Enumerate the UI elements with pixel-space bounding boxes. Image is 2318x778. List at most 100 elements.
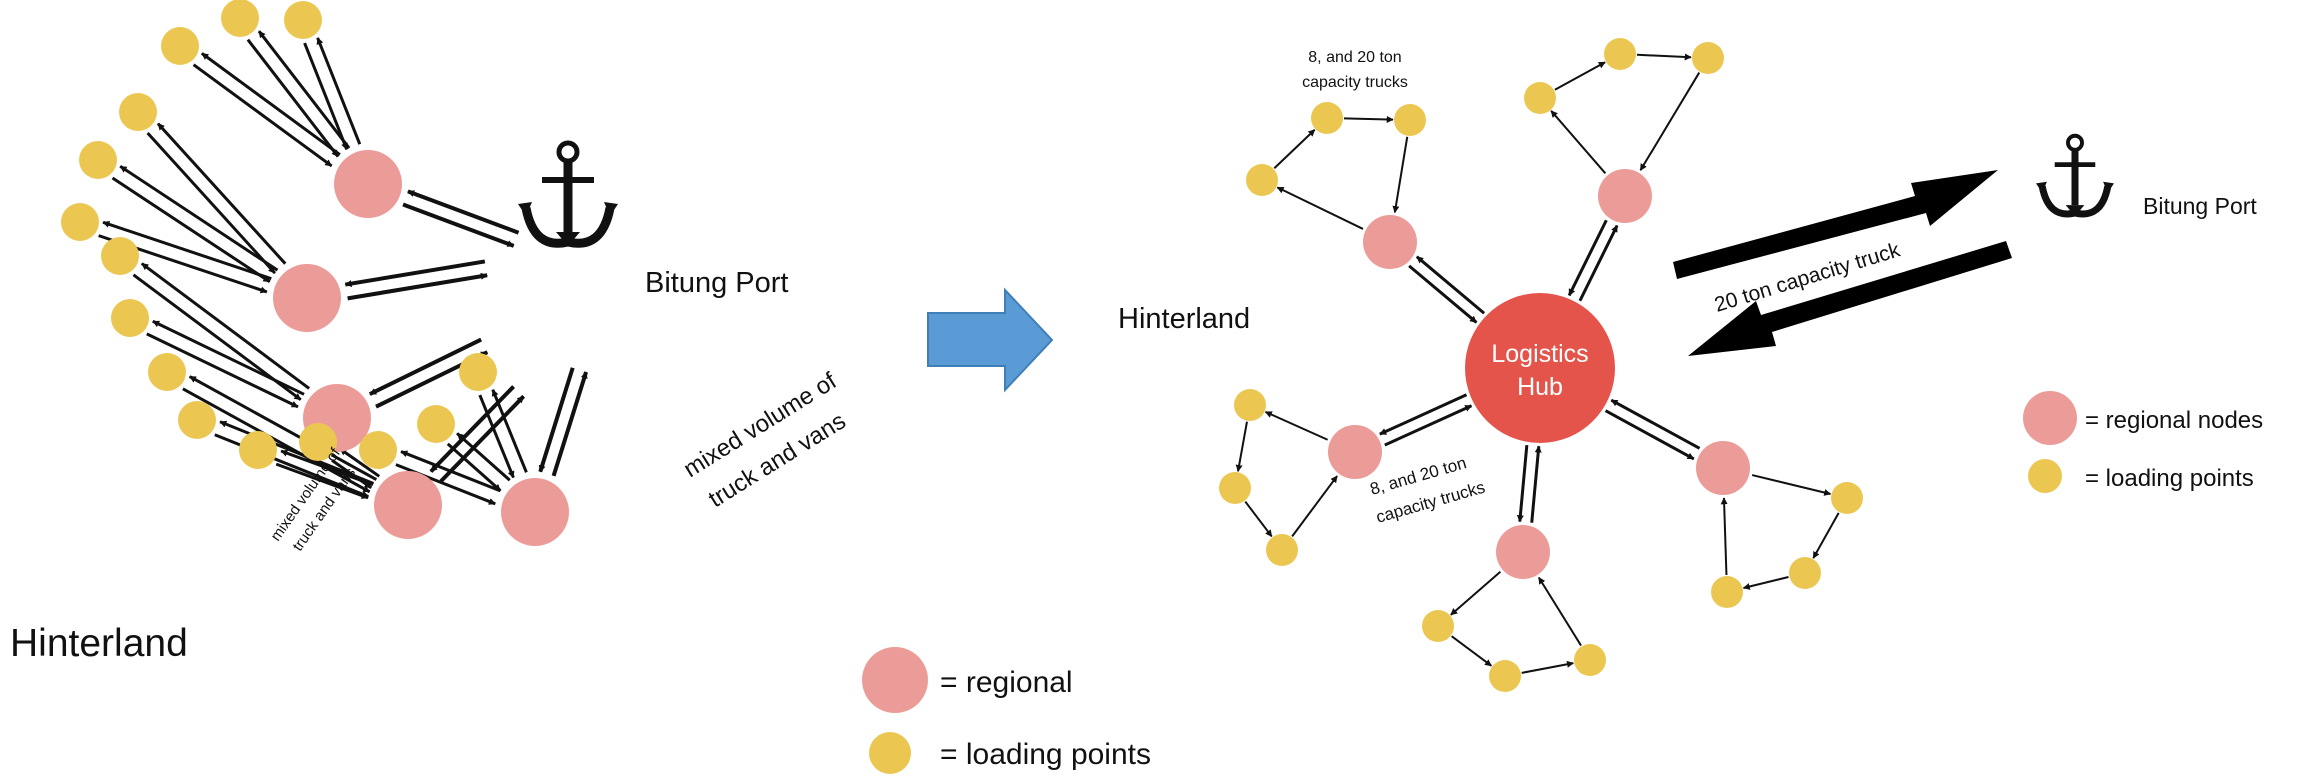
loading-point	[1789, 557, 1821, 589]
loading-point	[221, 0, 259, 37]
right-node-4-hub-link-in	[1604, 409, 1695, 461]
regional-node	[1363, 215, 1417, 269]
left-node-0-link-1-in	[303, 42, 349, 151]
regional-node	[334, 150, 402, 218]
left-node-1-link-0-out	[156, 122, 287, 265]
loading-point	[178, 401, 216, 439]
loading-point	[111, 299, 149, 337]
loading-point	[284, 1, 322, 39]
regional-node	[374, 471, 442, 539]
right-node-2-hub-link-in	[1379, 393, 1468, 436]
left-node-3-link-3-in	[331, 459, 373, 490]
right-nodes	[1219, 38, 1863, 692]
left-node-2-link-1-in	[146, 332, 299, 409]
left-node-0-link-0-out	[257, 30, 351, 149]
left-node-3-link-2-in	[275, 462, 369, 500]
right-arrows	[1235, 53, 1840, 674]
loading-point	[1692, 42, 1724, 74]
right-node-3-route-0	[1450, 570, 1502, 616]
loading-point	[239, 431, 277, 469]
left-node-0-link-2-in	[192, 63, 333, 168]
loading-point	[1489, 660, 1521, 692]
left-node-3-port-link-in	[429, 385, 516, 473]
right-node-1-hub-link-in	[1578, 224, 1619, 302]
left-node-2-link-0-out	[140, 262, 311, 390]
left-node-0-link-2-out	[200, 52, 341, 156]
right-node-1-route-3	[1639, 72, 1701, 171]
right-node-0-hub-link-in	[1415, 255, 1486, 315]
right-node-4-route-3	[1720, 497, 1728, 576]
loading-point	[61, 203, 99, 241]
right-node-3-hub-link-out	[1530, 445, 1542, 523]
left-node-4-link-1-out	[456, 432, 511, 482]
right-node-1-route-1	[1554, 61, 1606, 91]
left-node-4-link-2-in	[478, 394, 515, 479]
left-node-4-link-2-out	[491, 389, 528, 473]
hub-label-line-2: Hub	[1517, 373, 1563, 401]
loading-point	[1831, 482, 1863, 514]
port-label: Bitung Port	[645, 267, 788, 299]
right-node-3-hub-link-in	[1516, 444, 1529, 523]
right-node-3-route-1	[1451, 635, 1492, 667]
legend-regional-swatch	[862, 647, 928, 713]
left-node-2-port-link-in	[368, 337, 483, 396]
right-node-2-route-2	[1244, 500, 1273, 538]
legend-regional-label: = regional	[940, 666, 1073, 699]
left-panel: Bitung Port mixed volume of truck and va…	[10, 0, 1151, 774]
right-arrow-icon	[927, 287, 1054, 393]
right-node-1-route-0	[1550, 110, 1607, 174]
left-node-4-port-link-in	[538, 367, 575, 473]
left-node-1-link-1-out	[119, 165, 279, 272]
right-node-2-route-3	[1291, 475, 1338, 537]
loading-point	[459, 353, 497, 391]
left-node-4-link-0-in	[395, 463, 496, 506]
regional-node	[273, 264, 341, 332]
loading-point	[161, 27, 199, 65]
left-node-0-port-link-in	[407, 189, 520, 235]
right-node-2-route-0	[1264, 411, 1329, 441]
right-legend-regional-label: = regional nodes	[2085, 407, 2263, 434]
right-hinterland-label: Hinterland	[1118, 303, 1250, 335]
loading-point	[119, 93, 157, 131]
loading-point	[1246, 164, 1278, 196]
loading-point	[1711, 576, 1743, 608]
loading-point	[1604, 38, 1636, 70]
right-legend-loading-swatch	[2028, 459, 2062, 493]
right-node-0-route-3	[1392, 136, 1409, 214]
left-hinterland-label: Hinterland	[10, 622, 188, 665]
loading-point	[101, 237, 139, 275]
right-node-0-route-2	[1343, 115, 1394, 123]
legend-loading-swatch	[869, 732, 911, 774]
loading-point	[1219, 472, 1251, 504]
arrow-port-to-hub	[1688, 241, 2012, 356]
logistics-hub	[1465, 293, 1615, 443]
left-node-1-port-link-out	[347, 272, 488, 301]
right-node-4-route-0	[1751, 474, 1832, 496]
legend-loading-label: = loading points	[940, 738, 1151, 771]
right-legend-loading-label: = loading points	[2085, 465, 2254, 492]
left-node-1-port-link-in	[344, 259, 486, 287]
loading-point	[299, 423, 337, 461]
loading-point	[148, 353, 186, 391]
left-node-3-link-0-in	[182, 387, 371, 494]
left-node-0-link-0-in	[246, 38, 340, 158]
right-node-4-hub-link-out	[1610, 398, 1701, 450]
left-node-0-port-link-out	[402, 202, 515, 248]
left-node-0-link-1-out	[316, 37, 362, 145]
left-node-1-link-0-in	[146, 131, 277, 275]
anchor-icon	[518, 140, 618, 248]
loading-point	[1574, 644, 1606, 676]
top-truck-label-line-2: capacity trucks	[1302, 74, 1408, 91]
regional-node	[1696, 441, 1750, 495]
regional-node	[1328, 425, 1382, 479]
right-port-label: Bitung Port	[2143, 193, 2257, 219]
left-arrows	[98, 30, 588, 506]
loading-point	[1311, 102, 1343, 134]
left-node-3-link-0-out	[188, 375, 378, 481]
loading-point	[359, 431, 397, 469]
right-node-1-hub-link-out	[1567, 219, 1608, 297]
loading-point	[79, 141, 117, 179]
left-nodes	[61, 0, 569, 546]
hub-label-line-1: Logistics	[1491, 340, 1588, 368]
